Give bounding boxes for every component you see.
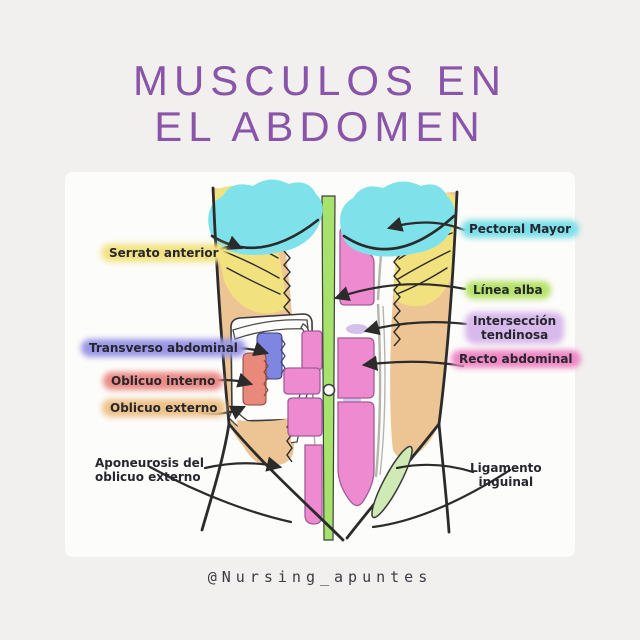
linea-alba-shape [321, 195, 336, 541]
groin-crease-lines [148, 465, 512, 529]
arrow-pectoral-mayor [386, 216, 466, 232]
abdomen-diagram [148, 179, 512, 542]
rectus-segment [337, 401, 375, 507]
rectus-segment [287, 397, 323, 437]
label-recto-abdominal: Recto abdominal [451, 350, 581, 368]
account-handle: @Nursing_apuntes [207, 568, 433, 586]
label-oblicuo-interno: Oblicuo interno [103, 372, 224, 390]
highlight-periwinkle [81, 339, 246, 357]
highlight-orange [102, 399, 226, 417]
rectus-segment [304, 444, 323, 525]
diagram-labels: Serrato anterior Transverso abdominal Ob… [65, 172, 581, 557]
external-oblique-cut-bulge [237, 418, 291, 466]
highlight-yellow [101, 244, 227, 262]
bulge-serrated-edge [286, 419, 293, 463]
navel-circle [322, 383, 336, 397]
pectoral-underside-lines [210, 214, 456, 251]
arrow-linea-alba [333, 283, 467, 301]
inguinal-ligament-shape [371, 445, 413, 519]
rectus-segment [337, 337, 375, 399]
line-ligamento-inguinal [395, 463, 475, 474]
illustration-card: Serrato anterior Transverso abdominal Ob… [65, 172, 581, 557]
label-linea-alba: Línea alba [465, 281, 551, 299]
highlight-salmon [103, 372, 224, 390]
internal-oblique-torn-edge [263, 359, 269, 397]
label-ligamento-inguinal: Ligamento inguinal [470, 461, 542, 489]
label-pectoral-mayor: Pectoral Mayor [461, 220, 579, 238]
highlight-green [465, 281, 551, 299]
highlight-cyan [461, 220, 579, 238]
highlight-lavender [465, 312, 565, 344]
label-aponeurosis: Aponeurosis del oblicuo externo [95, 456, 204, 484]
transversus-torn-edge [280, 337, 286, 375]
page-title-line2: EL ABDOMEN [154, 103, 486, 151]
tendinous-intersection-upper [346, 324, 368, 334]
label-serrato-anterior: Serrato anterior [101, 244, 227, 262]
page-title: MUSCULOS EN EL ABDOMEN [0, 57, 640, 151]
label-oblicuo-externo: Oblicuo externo [102, 399, 226, 417]
highlight-pink [451, 350, 581, 368]
rectus-segment [283, 367, 321, 395]
rectus-abdominis-group [283, 227, 375, 525]
internal-oblique-patch-shape [242, 352, 267, 406]
arrow-interseccion-tendinosa [363, 320, 468, 336]
label-transverso-abdominal: Transverso abdominal [81, 339, 246, 357]
arrow-aponeurosis [203, 456, 283, 472]
page-title-line1: MUSCULOS EN [132, 57, 508, 104]
